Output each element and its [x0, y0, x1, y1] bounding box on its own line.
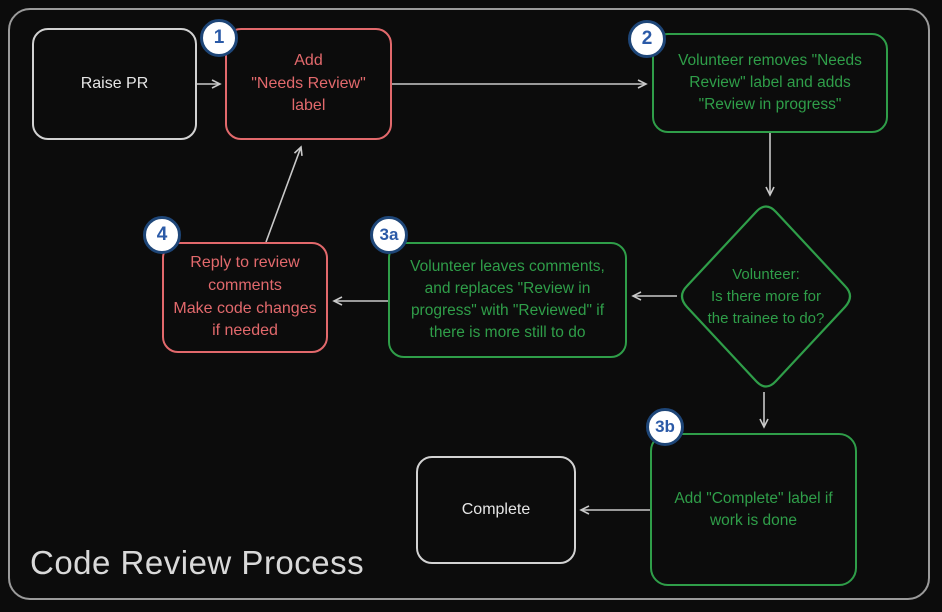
badge-step-3b: 3b [646, 408, 684, 446]
node-reply-to-review-comments: Reply to review comments Make code chang… [162, 242, 328, 353]
node-add-needs-review-label: Add "Needs Review" label [225, 28, 392, 140]
badge-step-4: 4 [143, 216, 181, 254]
node-add-complete-label: Add "Complete" label if work is done [650, 433, 857, 586]
node-volunteer-removes-needs-review: Volunteer removes "Needs Review" label a… [652, 33, 888, 133]
node-raise-pr: Raise PR [32, 28, 197, 140]
decision-diamond-shape [680, 205, 852, 388]
badge-step-2: 2 [628, 20, 666, 58]
edge-step4-to-step1 [265, 145, 303, 243]
badge-step-3a: 3a [370, 216, 408, 254]
page-title: Code Review Process [30, 544, 365, 581]
node-volunteer-leaves-comments: Volunteer leaves comments, and replaces … [388, 242, 627, 358]
node-complete: Complete [416, 456, 576, 564]
badge-step-1: 1 [200, 19, 238, 57]
node-decision-more-for-trainee: Volunteer: Is there more for the trainee… [707, 266, 825, 327]
